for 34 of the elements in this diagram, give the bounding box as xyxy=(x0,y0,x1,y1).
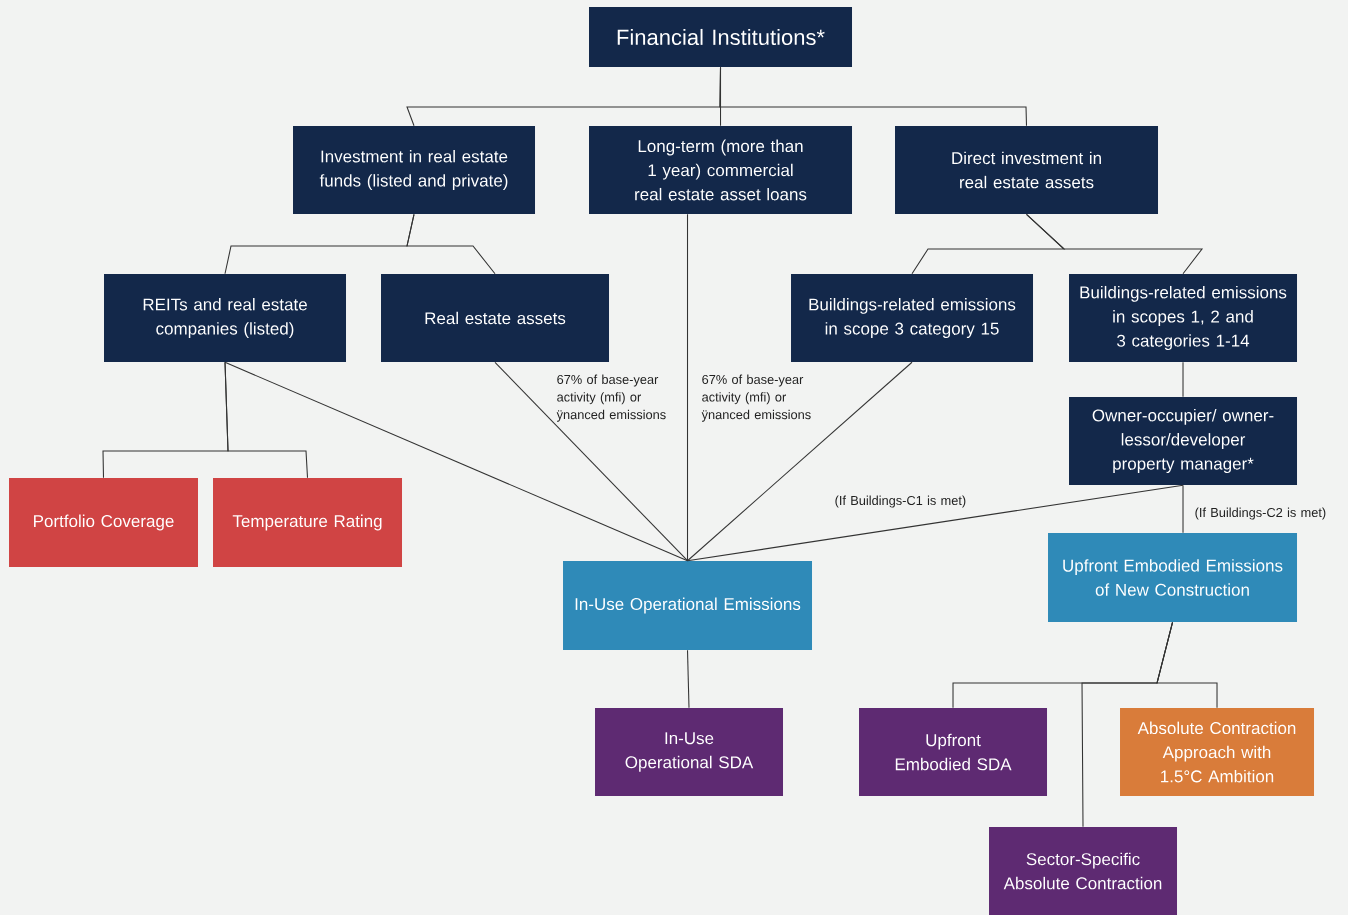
method-box: In-Use Operational SDA xyxy=(595,708,783,796)
connector-line xyxy=(1025,213,1204,275)
category-box: Long-term (more than 1 year) commercial real estate asset loans xyxy=(589,126,852,214)
connector-line xyxy=(686,649,690,709)
connector-line xyxy=(686,484,1184,562)
emissions-box: In-Use Operational Emissions xyxy=(563,561,812,650)
connector-line xyxy=(494,361,689,562)
connector-line xyxy=(1182,361,1184,398)
title-box: Financial Institutions* xyxy=(589,7,852,67)
method-box: Absolute Contraction Approach with 1.5°C Ambition xyxy=(1120,708,1314,796)
category-box: Owner-occupier/ owner-lessor/developer property manager* xyxy=(1069,397,1297,485)
category-box: Buildings-related emissions in scope 3 category 15 xyxy=(791,274,1033,362)
connector-line xyxy=(224,361,309,479)
category-box: Direct investment in real estate assets xyxy=(895,126,1158,214)
edge-label: (If Buildings-C2 is met) xyxy=(1195,507,1326,520)
edge-label: (If Buildings-C1 is met) xyxy=(835,495,966,508)
category-box: Real estate assets xyxy=(381,274,609,362)
connector-line xyxy=(1182,484,1184,534)
connector-line xyxy=(406,213,496,275)
edge-label: 67% of base-year activity (mfi) or ÿnanced emissions xyxy=(701,374,811,422)
category-box: Investment in real estate funds (listed and private) xyxy=(293,126,535,214)
connector-line xyxy=(1156,621,1218,709)
method-box: Upfront Embodied SDA xyxy=(859,708,1047,796)
category-box: Buildings-related emissions in scopes 1, 2 and 3 categories 1-14 xyxy=(1069,274,1297,362)
emissions-box: Upfront Embodied Emissions of New Construction xyxy=(1048,533,1297,622)
method-box: Portfolio Coverage xyxy=(9,478,198,567)
connector-line xyxy=(224,361,689,562)
method-box: Temperature Rating xyxy=(213,478,402,567)
connector-line xyxy=(686,213,689,562)
method-box: Sector-Specific Absolute Contraction xyxy=(989,827,1177,915)
connector-line xyxy=(719,66,1028,127)
connector-line xyxy=(686,361,913,562)
category-box: REITs and real estate companies (listed) xyxy=(104,274,346,362)
edge-label: 67% of base-year activity (mfi) or ÿnanced emissions xyxy=(556,374,666,422)
